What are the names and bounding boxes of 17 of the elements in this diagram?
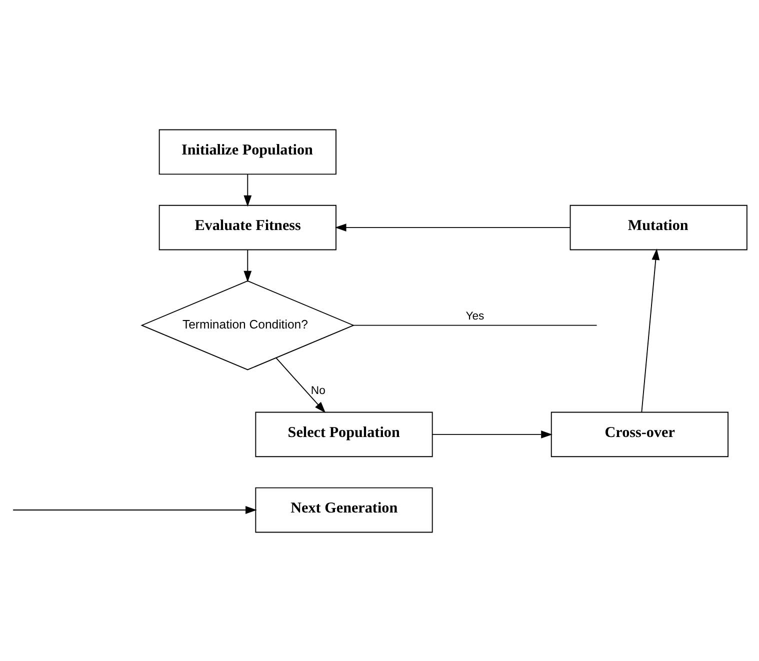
arrow (334, 223, 571, 232)
arrow (432, 430, 552, 438)
arrow (12, 506, 257, 514)
edge-label: Yes (466, 310, 484, 322)
node-diamond: Termination Condition? (140, 280, 355, 370)
arrow (244, 173, 252, 206)
arrow (244, 248, 252, 282)
node-box: Mutation (570, 204, 748, 250)
connector (353, 324, 598, 326)
arrow (641, 248, 660, 412)
node-box: Cross-over (550, 411, 728, 457)
node-box: Evaluate Fitness (158, 204, 336, 250)
node-box: Select Population (255, 411, 433, 457)
node-box: Next Generation (255, 486, 433, 532)
edge-label: No (310, 384, 326, 396)
node-box: Initialize Population (158, 128, 336, 174)
arrow (276, 356, 326, 413)
